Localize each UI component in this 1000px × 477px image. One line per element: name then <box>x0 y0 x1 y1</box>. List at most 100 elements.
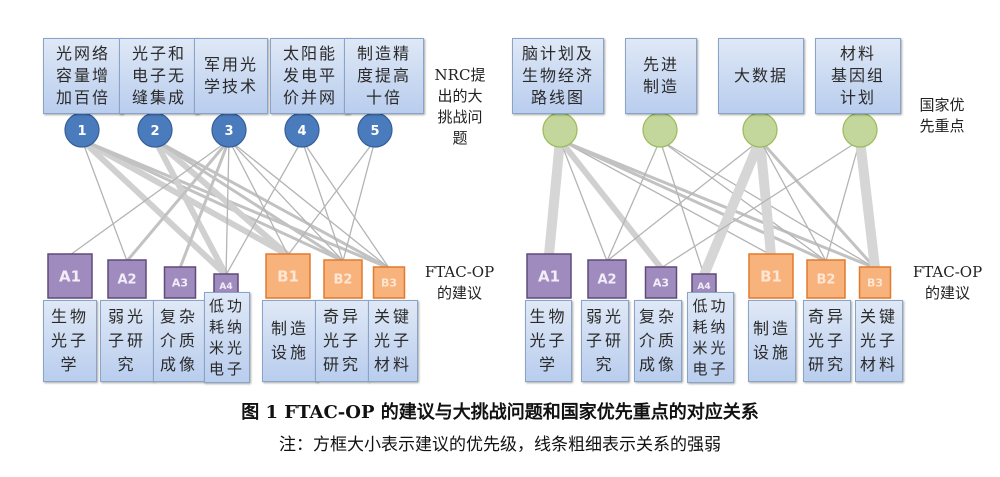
right-link-G1-A3 <box>557 137 664 271</box>
left-link-3-A1 <box>69 139 230 256</box>
right-recommendation-label-B1: 制造 设施 <box>748 300 796 382</box>
left-link-3-A3 <box>178 138 231 270</box>
priority-circle-G2 <box>642 112 678 148</box>
right-recommendation-box-B1: B1 <box>748 253 794 299</box>
left-link-5-B1 <box>287 139 376 256</box>
priority-box-G3: 大数据 <box>718 38 804 114</box>
left-link-1-A4 <box>79 137 229 278</box>
right-link-G1-B1 <box>559 139 772 256</box>
right-link-G3-B2 <box>759 139 827 262</box>
left-recommendation-label-B3: 关键 光子 材料 <box>368 300 418 382</box>
left-recommendation-box-A3: A3 <box>163 266 197 299</box>
right-link-G1-B3 <box>558 138 877 270</box>
right-recommendation-label-B3: 关键 光子 材料 <box>855 300 903 382</box>
priority-circle-G1 <box>542 112 578 148</box>
challenge-box-5: 制造精 度提高 十倍 <box>344 38 424 114</box>
left-link-4-B2 <box>301 139 344 262</box>
left-recommendation-label-A3: 复杂 介质 成像 <box>153 300 205 382</box>
priority-circle-G3 <box>742 112 778 148</box>
right-bottom-side-label: FTAC-OP 的建议 <box>912 263 983 302</box>
left-link-5-B2 <box>342 139 376 262</box>
recommendation-id: B2 <box>334 273 353 288</box>
right-link-G2-A2 <box>606 139 661 262</box>
right-recommendation-box-A2: A2 <box>587 259 627 299</box>
correspondence-diagram: 1 2 3 4 5A1 A2 A3 A4 B1 B2 B3 A1 A2 A3 A4 B1 B2 B3 <box>47 112 892 299</box>
right-recommendation-box-A3: A3 <box>644 266 678 299</box>
right-link-G4-B3 <box>855 135 880 273</box>
right-recommendation-label-A3: 复杂 介质 成像 <box>634 300 682 382</box>
priority-box-G4: 材料 基因组 计划 <box>815 38 901 114</box>
figure-caption-title: 图 1 FTAC-OP 的建议与大挑战问题和国家优先重点的对应关系 <box>241 402 759 423</box>
left-recommendation-box-B3: B3 <box>372 266 406 299</box>
recommendation-id: B3 <box>867 276 883 289</box>
recommendation-id: A1 <box>59 267 81 285</box>
right-link-G3-A4 <box>699 135 765 280</box>
left-top-side-label: NRC提 出的大 挑战问 题 <box>434 66 486 147</box>
left-recommendation-label-A4: 低功 耗纳 米光 电子 <box>204 292 250 383</box>
recommendation-id: A2 <box>117 273 136 288</box>
recommendation-id: B1 <box>760 267 782 285</box>
left-bottom-side-label: FTAC-OP 的建议 <box>424 263 495 302</box>
right-link-G1-A1 <box>544 135 565 260</box>
left-recommendation-label-B1: 制造 设施 <box>262 300 318 382</box>
challenge-circle-3: 3 <box>211 112 247 148</box>
challenge-number: 2 <box>150 124 159 139</box>
left-link-4-B3 <box>301 139 390 269</box>
challenge-box-3: 军用光 学技术 <box>194 38 268 114</box>
recommendation-id: A4 <box>219 282 232 292</box>
recommendation-id: B2 <box>817 273 836 288</box>
right-recommendation-label-A4: 低功 耗纳 米光 电子 <box>687 292 734 383</box>
challenge-circle-5: 5 <box>357 112 393 148</box>
challenge-box-2: 光子和 电子无 缝集成 <box>119 38 199 114</box>
left-link-3-A4 <box>225 139 230 276</box>
priority-box-G2: 先进 制造 <box>625 38 697 114</box>
recommendation-id: B3 <box>381 276 397 289</box>
left-link-1-B3 <box>80 138 391 270</box>
figure-caption-note: 注：方框大小表示建议的优先级，线条粗细表示关系的强弱 <box>279 435 721 455</box>
recommendation-id: A3 <box>653 276 669 289</box>
right-recommendation-label-A1: 生物 光子 学 <box>525 300 572 382</box>
right-link-G1-B2 <box>558 138 828 263</box>
right-link-G4-B2 <box>825 139 861 262</box>
recommendation-id: B1 <box>277 267 299 285</box>
challenge-circle-4: 4 <box>284 112 320 148</box>
challenge-number: 5 <box>370 124 379 139</box>
right-recommendation-box-A1: A1 <box>526 253 572 299</box>
challenge-number: 4 <box>297 124 306 139</box>
left-recommendation-label-A1: 生物 光子 学 <box>43 300 97 382</box>
priority-box-G1: 脑计划及 生物经济 路线图 <box>512 38 604 114</box>
right-link-G2-B2 <box>659 139 827 262</box>
challenge-circle-2: 2 <box>137 112 173 148</box>
nodes-layer: 1 2 3 4 5A1 A2 A3 A4 B1 B2 B3 A1 A2 A3 A4 B1 B2 B3 <box>47 112 892 299</box>
right-link-G4-A3 <box>660 139 861 269</box>
challenge-number: 1 <box>77 124 86 139</box>
right-link-G2-A4 <box>659 139 705 276</box>
left-link-2-B2 <box>153 138 345 263</box>
challenge-box-1: 光网络 容量增 加百倍 <box>43 38 123 114</box>
right-link-G3-B3 <box>758 138 877 270</box>
left-recommendation-box-B1: B1 <box>265 253 311 299</box>
left-link-3-B1 <box>228 139 289 256</box>
left-recommendation-box-A2: A2 <box>107 259 147 299</box>
right-link-G1-A2 <box>559 139 608 262</box>
recommendation-id: A4 <box>697 282 710 292</box>
right-link-G3-A2 <box>606 139 761 262</box>
left-link-3-A2 <box>125 138 231 263</box>
recommendation-id: A3 <box>172 276 188 289</box>
right-recommendation-box-B3: B3 <box>858 266 892 299</box>
right-recommendation-label-B2: 奇异 光子 研究 <box>803 300 851 382</box>
left-recommendation-box-A1: A1 <box>47 253 93 299</box>
left-link-3-B2 <box>228 139 344 262</box>
right-recommendation-box-B2: B2 <box>806 259 846 299</box>
challenge-box-4: 太阳能 发电平 价并网 <box>270 38 350 114</box>
links-layer <box>69 135 880 280</box>
priority-circle-G4 <box>842 112 878 148</box>
left-link-3-B3 <box>228 139 390 269</box>
left-recommendation-box-B2: B2 <box>323 259 363 299</box>
left-link-2-B1 <box>152 137 291 258</box>
right-top-side-label: 国家优 先重点 <box>919 96 965 135</box>
recommendation-id: A1 <box>538 267 560 285</box>
left-recommendation-label-A2: 弱光 子研 究 <box>100 300 154 382</box>
left-link-1-A2 <box>81 139 128 262</box>
left-recommendation-label-B2: 奇异 光子 研究 <box>315 300 369 382</box>
